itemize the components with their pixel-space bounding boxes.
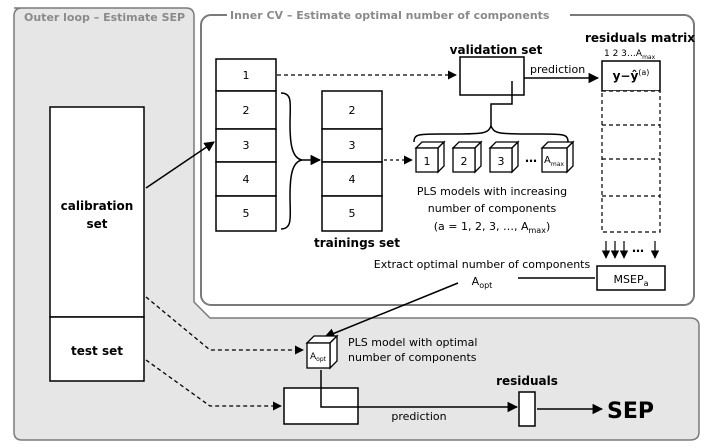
arrow-test-to-prediction — [145, 359, 282, 411]
optimal-model-cube: Aopt — [305, 334, 339, 370]
fold-label: 4 — [349, 173, 356, 186]
sep-label: SEP — [607, 399, 654, 424]
optimal-model-to-prediction — [320, 370, 519, 413]
pls-models-caption-2: number of components — [428, 202, 557, 215]
residual-expression: y−ŷ(a) — [613, 68, 650, 83]
outer-title-bg — [21, 10, 176, 24]
fold-label: 3 — [243, 139, 250, 152]
fold-box — [321, 195, 383, 232]
model-cube-label: 1 — [424, 155, 431, 168]
outer-loop-panel — [13, 7, 700, 441]
fold-label: 4 — [243, 173, 250, 186]
outer-loop-title: Outer loop – Estimate SEP — [24, 11, 185, 24]
model-cube-amax: Amax — [540, 140, 575, 174]
fold-label: 3 — [349, 139, 356, 152]
prediction-label-top: prediction — [530, 63, 585, 76]
residuals-matrix-title: residuals matrix — [585, 31, 695, 45]
validation-set-box — [459, 56, 525, 96]
residuals-box — [518, 391, 536, 427]
model-cube-label: Amax — [544, 155, 564, 168]
fold-box — [215, 128, 277, 163]
test-set-box — [49, 316, 145, 382]
model-cube: 1 — [414, 140, 446, 174]
inner-cv-title: Inner CV – Estimate optimal number of co… — [230, 9, 550, 22]
fold-box — [215, 195, 277, 232]
extract-optimal-text: Extract optimal number of components — [374, 258, 591, 271]
a-opt-label: Aopt — [472, 275, 493, 290]
residuals-label: residuals — [496, 374, 558, 388]
model-cube-label: 3 — [498, 155, 505, 168]
fold-column-left: 1 2 3 4 5 — [215, 58, 277, 232]
fold-column-right: 2 3 4 5 — [321, 90, 383, 232]
validation-set-label: validation set — [450, 43, 543, 57]
calibration-set-label: calibration — [61, 199, 134, 213]
msep-box — [596, 265, 666, 291]
model-cube: 3 — [488, 140, 520, 174]
fold-label: 2 — [243, 104, 250, 117]
optimal-cube-label: Aopt — [310, 352, 327, 363]
fold-box — [321, 128, 383, 163]
pls-optimal-caption-2: number of components — [348, 351, 477, 364]
pls-models-caption-1: PLS models with increasing — [417, 185, 567, 198]
models-curly-brace — [413, 124, 569, 143]
fold-label: 5 — [243, 207, 250, 220]
matrix-column-labels: 1 2 3…Amax — [604, 49, 656, 61]
fold-box — [321, 161, 383, 197]
fold-label: 2 — [349, 104, 356, 117]
pls-optimal-caption-1: PLS model with optimal — [348, 336, 477, 349]
models-to-validation-connector — [490, 81, 513, 126]
fold-box — [215, 90, 277, 130]
test-set-label: test set — [71, 344, 123, 358]
fold-box — [215, 161, 277, 197]
calibration-set-label-2: set — [86, 217, 107, 231]
residuals-matrix-body — [601, 90, 661, 233]
down-arrows-ellipsis: … — [632, 241, 644, 255]
model-cube-label: 2 — [461, 155, 468, 168]
trainings-set-label: trainings set — [314, 236, 400, 250]
arrow-aopt-to-optimal-model — [324, 282, 459, 339]
fold-label: 5 — [349, 207, 356, 220]
inner-title-bg — [227, 8, 570, 22]
model-cubes: 1 2 3 … Amax — [414, 140, 575, 174]
fold-box — [321, 90, 383, 130]
prediction-label-bottom: prediction — [391, 410, 446, 423]
model-cube: 2 — [451, 140, 483, 174]
msep-label: MSEPa — [614, 273, 649, 288]
arrow-calibration-to-folds — [145, 141, 215, 189]
pls-models-caption-3: (a = 1, 2, 3, …, Amax) — [434, 220, 550, 235]
cube-ellipsis: … — [525, 151, 537, 165]
fold-label: 1 — [243, 69, 250, 82]
